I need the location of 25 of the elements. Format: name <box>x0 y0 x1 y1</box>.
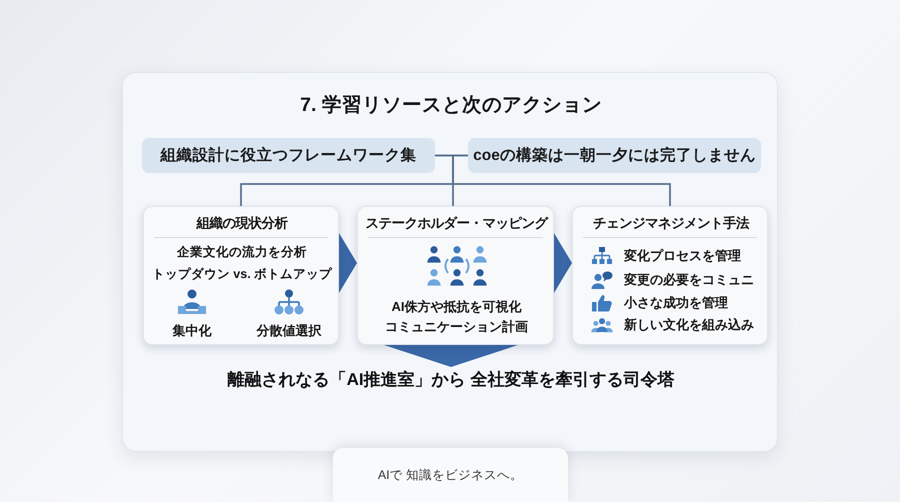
card-text: 企業文化の流力を分析 <box>177 245 307 261</box>
list-item: 小さな成功を管理 <box>624 295 728 311</box>
card-text: AI侏方や抵抗を可視化 <box>392 298 522 316</box>
chevron-arrow <box>339 233 357 293</box>
panel <box>122 72 778 452</box>
chevron-arrow <box>554 233 572 293</box>
list-item: 新しい文化を組み込み <box>624 317 754 333</box>
icon-caption: 分散値選択 <box>256 322 322 340</box>
card-heading: 組織の現状分析 <box>196 216 288 232</box>
list-item: 変更の必要をコミュニ <box>624 272 754 288</box>
panel-title: 7. 学習リソースと次のアクション <box>300 92 602 118</box>
card <box>357 206 554 345</box>
chevron-arrow <box>384 345 518 367</box>
info-box: 組織設計に役立つフレームワーク集 <box>142 138 435 173</box>
card-heading: チェンジマネジメント手法 <box>593 216 749 232</box>
card <box>572 206 768 345</box>
icon-caption: 集中化 <box>172 322 212 340</box>
card-text: トップダウン vs. ボトムアップ <box>152 267 332 283</box>
card-heading: ステークホルダー・マッピング <box>366 216 548 232</box>
card <box>143 206 339 345</box>
card-text: コミュニケーション計画 <box>385 318 528 336</box>
summary-text: 離融されなる「AI推進室」から 全社変革を牽引する司令塔 <box>228 367 674 393</box>
info-box: coeの構築は一朝一夕には完了しません <box>468 138 761 173</box>
tagline-card: AIで 知識をビジネスへ。 <box>333 448 568 502</box>
list-item: 変化プロセスを管理 <box>624 248 741 264</box>
